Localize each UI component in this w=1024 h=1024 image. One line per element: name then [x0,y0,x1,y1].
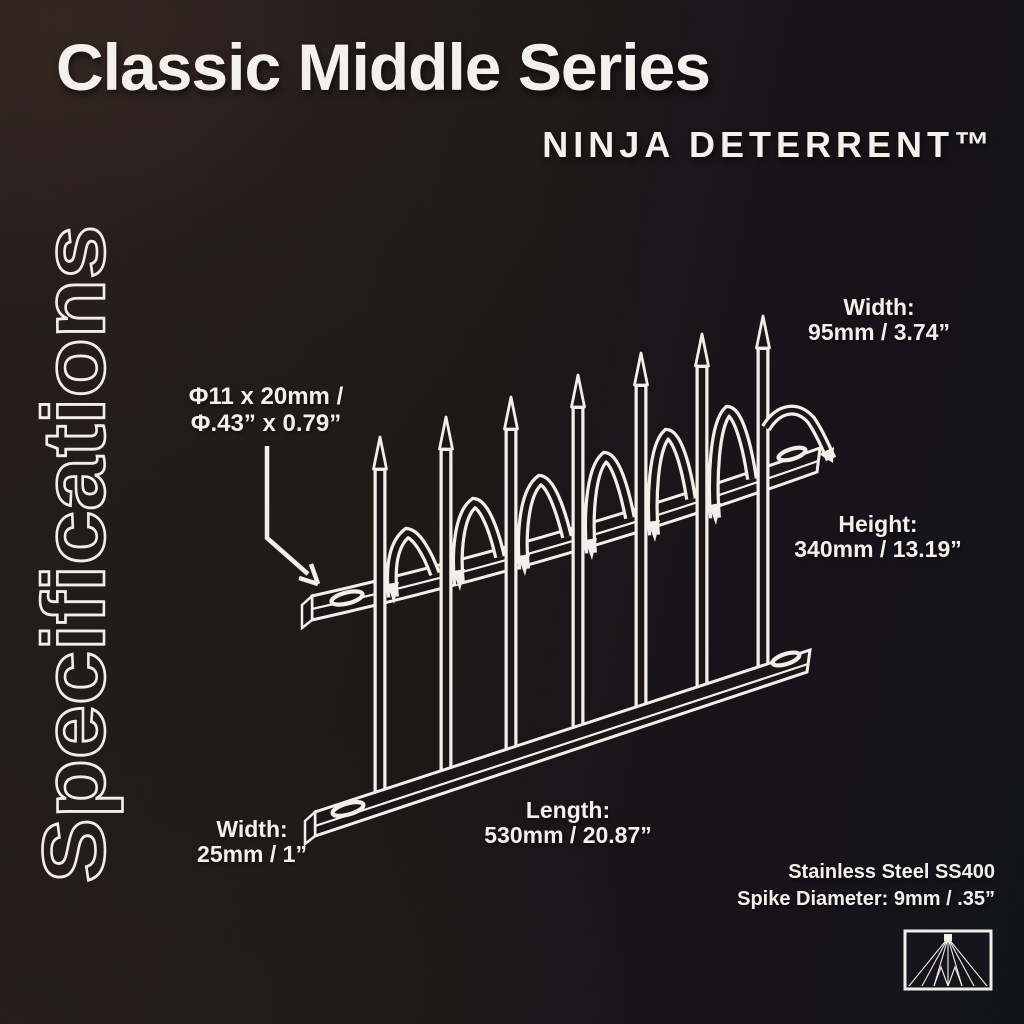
width-top-label: Width: [843,294,915,320]
height-annotation: Height: 340mm / 13.19” [794,512,962,561]
dimension-arrow [264,446,321,587]
spikes [372,314,771,801]
material-specs: Stainless Steel SS400 Spike Diameter: 9m… [737,859,995,913]
fan-spikes-logo [903,929,993,991]
width-top-value: 95mm / 3.74” [808,318,950,345]
length-annotation: Length: 530mm / 20.87” [484,798,652,847]
bolt-hole-line1: Φ11 x 20mm / [188,383,344,410]
brand-title: NINJA DETERRENT™ [542,124,995,165]
mount-slot [329,589,365,607]
length-label: Length: [525,797,611,823]
height-value: 340mm / 13.19” [794,535,962,562]
page-title: Classic Middle Series [56,30,711,104]
width-top-annotation: Width: 95mm / 3.74” [808,295,950,344]
length-value: 530mm / 20.87” [484,821,652,848]
width-bottom-value: 25mm / 1” [197,840,307,867]
arched-loops [385,404,758,604]
logo-apex-square [944,934,952,941]
material-line: Stainless Steel SS400 [788,861,995,883]
mount-slot [776,445,808,463]
end-hook [761,404,837,463]
width-bottom-annotation: Width: 25mm / 1” [197,817,307,866]
width-bottom-label: Width: [216,816,288,842]
height-label: Height: [838,511,918,537]
lower-rail [303,647,812,847]
bolt-hole-annotation: Φ11 x 20mm / Φ.43” x 0.79” [189,383,343,437]
mount-slot [330,800,366,818]
bolt-hole-line2: Φ.43” x 0.79” [190,410,342,437]
mount-slot [770,650,802,668]
spike-diameter-line: Spike Diameter: 9mm / .35” [737,888,995,910]
